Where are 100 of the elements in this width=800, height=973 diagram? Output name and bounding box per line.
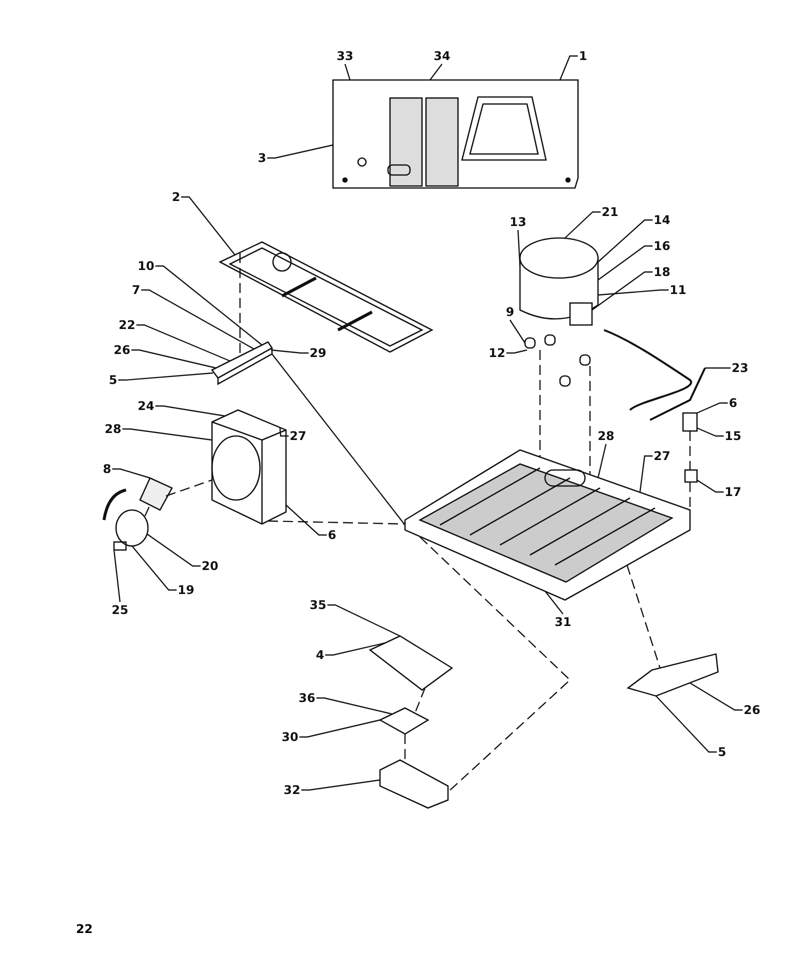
callout-number: 22	[118, 318, 136, 332]
callout-number: 13	[510, 215, 526, 229]
assembly-line	[268, 520, 406, 525]
callout-number: 3	[258, 151, 266, 165]
leader-line	[639, 455, 653, 492]
callout-number: 14	[654, 213, 670, 227]
mounting-plate-drawing	[378, 707, 430, 735]
callout-number: 5	[718, 745, 726, 759]
callout-number: 11	[670, 283, 686, 297]
callout-number: 27	[654, 449, 670, 463]
callout-number: 25	[112, 603, 128, 617]
fan-blade-drawing	[139, 477, 173, 511]
callout-number: 31	[554, 615, 572, 629]
callout-number: 6	[728, 396, 738, 410]
leader-line	[597, 444, 607, 478]
callout-number: 28	[598, 429, 614, 443]
assembly-line	[420, 536, 571, 792]
assembly-line	[689, 482, 691, 510]
callout-number: 8	[102, 462, 112, 476]
leader-line	[696, 427, 724, 437]
leader-line	[146, 534, 201, 567]
callout-number: 16	[654, 239, 670, 253]
callout-number: 26	[114, 343, 130, 357]
callout-number: 23	[732, 361, 748, 375]
callout-number: 18	[654, 265, 670, 279]
leader-line	[279, 428, 289, 437]
callout-number: 17	[724, 485, 742, 499]
condenser-base-drawing	[404, 449, 691, 601]
callout-number: 2	[172, 190, 180, 204]
leader-line	[690, 682, 743, 711]
callout-number: 20	[202, 559, 218, 573]
callout-number: 33	[336, 49, 354, 63]
leader-line	[592, 271, 653, 310]
assembly-line	[689, 431, 691, 470]
leader-line	[564, 211, 601, 238]
assembly-line	[272, 354, 406, 526]
callout-number: 27	[290, 429, 306, 443]
callout-number: 19	[178, 583, 194, 597]
leader-line	[325, 642, 386, 656]
callout-number: 7	[132, 283, 140, 297]
callout-number: 35	[310, 598, 326, 612]
callout-number: 29	[310, 346, 326, 360]
callout-number: 9	[506, 305, 514, 319]
bracket-drawing	[211, 341, 273, 386]
leader-line	[316, 697, 392, 715]
leader-line	[299, 719, 380, 738]
leader-line	[510, 320, 526, 344]
leader-line	[696, 480, 724, 493]
callout-number: 24	[138, 399, 154, 413]
compressor-drawing	[519, 237, 599, 387]
leader-line	[705, 367, 731, 369]
wiring-harness-drawing	[603, 329, 706, 421]
leader-line	[327, 604, 400, 637]
callout-number: 32	[284, 783, 300, 797]
assembly-line	[414, 688, 426, 714]
callout-number: 28	[104, 422, 122, 436]
relay-drawing	[682, 412, 698, 432]
callout-number: 30	[282, 730, 298, 744]
callout-number: 1	[578, 49, 588, 63]
leader-line	[118, 372, 214, 381]
callout-number: 10	[138, 259, 154, 273]
leader-line	[506, 349, 528, 354]
back-panel-drawing	[332, 79, 579, 189]
leader-line	[155, 405, 226, 417]
leader-line	[301, 779, 380, 791]
leader-line	[181, 196, 236, 256]
leader-line	[598, 245, 653, 280]
bracket-drawing	[626, 653, 719, 697]
leader-line	[155, 265, 262, 346]
leader-line	[517, 230, 521, 266]
assembly-line	[239, 253, 241, 356]
leader-line	[598, 289, 669, 296]
leader-line	[598, 219, 653, 262]
leader-line	[270, 349, 309, 354]
leader-line	[112, 468, 150, 479]
leader-line	[113, 550, 121, 602]
leader-line	[131, 349, 216, 369]
drain-cover-drawing	[368, 635, 454, 691]
leader-line	[132, 546, 177, 591]
leader-line	[136, 324, 230, 362]
callout-number: 12	[488, 346, 506, 360]
fan-shroud-drawing	[211, 409, 287, 525]
leader-line	[344, 64, 351, 80]
callout-number: 4	[316, 648, 324, 662]
callout-number: 15	[724, 429, 742, 443]
fan-motor-drawing	[102, 488, 149, 551]
drain-base-drawing	[379, 759, 449, 809]
connector-drawing	[684, 469, 698, 483]
leader-line	[430, 64, 442, 80]
callout-number: 34	[434, 49, 450, 63]
leader-line	[286, 504, 327, 536]
callout-number: 5	[108, 373, 118, 387]
callout-number: 26	[744, 703, 760, 717]
callout-number: 21	[602, 205, 618, 219]
page-number: 22	[76, 922, 93, 936]
leader-line	[559, 55, 578, 80]
leader-line	[141, 289, 254, 350]
leader-line	[656, 696, 717, 753]
callout-number: 36	[298, 691, 316, 705]
leader-line	[122, 428, 212, 441]
